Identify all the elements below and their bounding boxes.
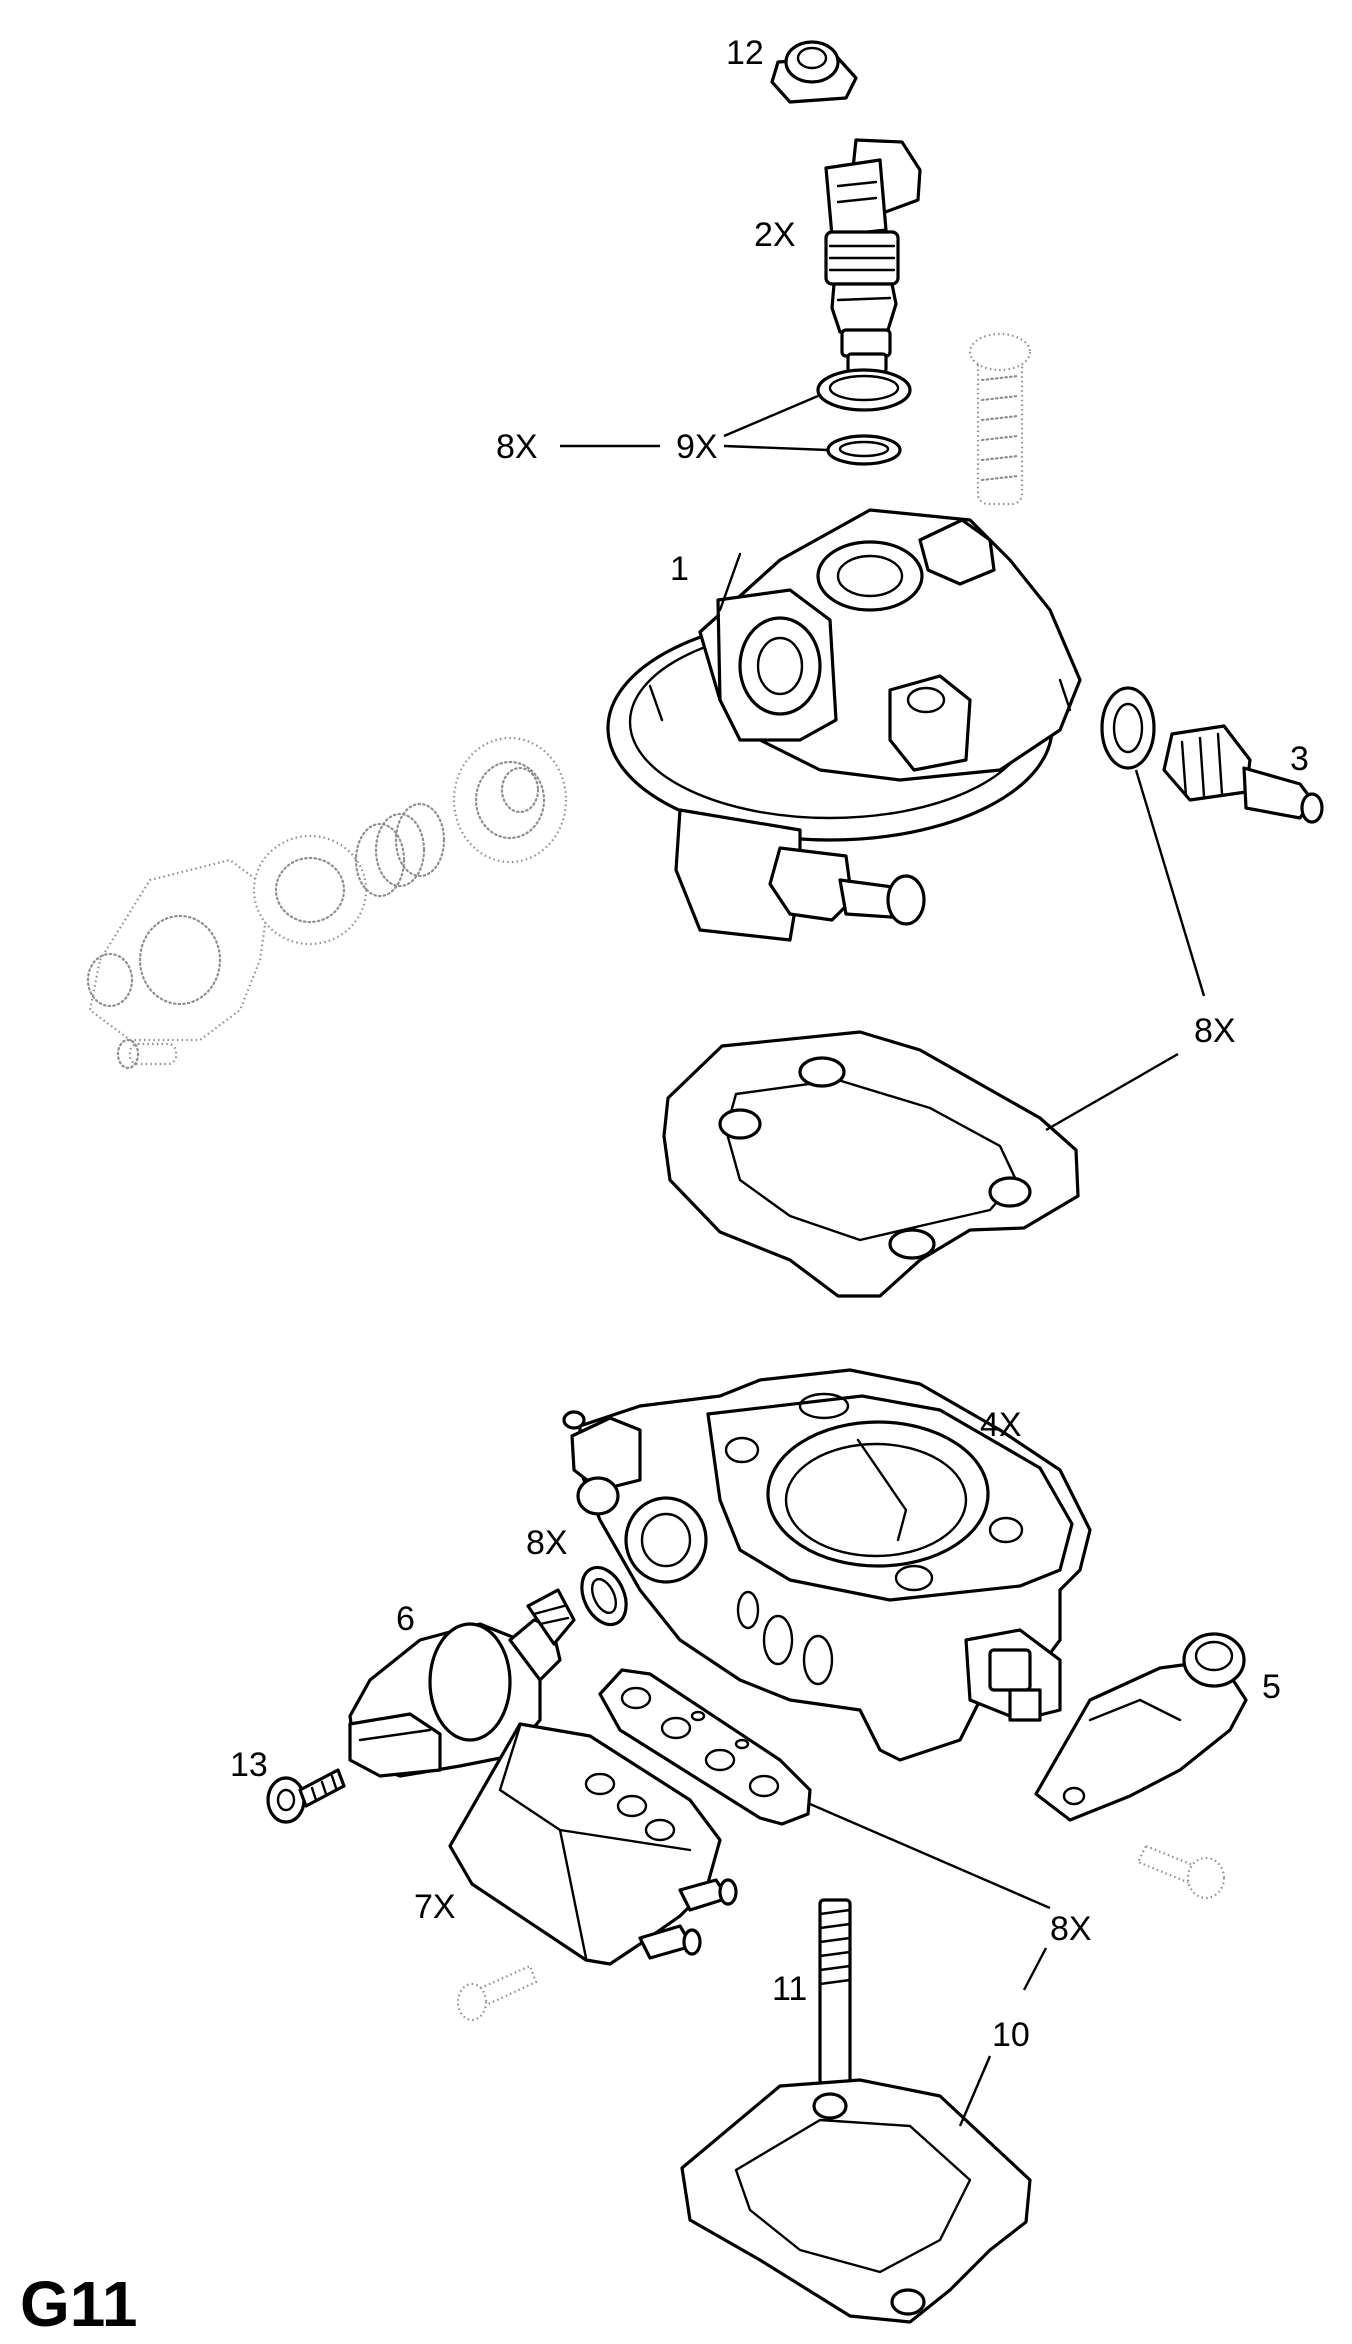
sensor-icon — [1034, 1632, 1248, 1822]
callout-6: 6 — [396, 1600, 415, 1638]
ghost-valve-icon — [86, 736, 568, 1070]
callout-2x: 2X — [754, 216, 796, 254]
callout-8x-top: 8X — [496, 428, 538, 466]
callout-4x: 4X — [980, 1406, 1022, 1444]
callout-12: 12 — [726, 34, 764, 72]
housing-icon — [606, 508, 1082, 942]
page-label: G11 — [20, 2268, 137, 2340]
gasket-icon — [598, 1668, 812, 1826]
bolt-icon — [968, 332, 1032, 506]
callout-9x: 9X — [676, 428, 718, 466]
stud-icon — [818, 1898, 852, 2086]
bolt-icon — [456, 1964, 538, 2022]
screw-icon — [266, 1768, 346, 1824]
sensor-icon — [1100, 686, 1324, 824]
nut-icon — [770, 40, 858, 104]
gasket-icon — [662, 1030, 1080, 1298]
o-ring-icon — [816, 368, 912, 466]
o-ring-icon — [580, 1565, 628, 1627]
callout-1: 1 — [670, 550, 689, 588]
callout-10: 10 — [992, 2016, 1030, 2054]
callout-8x-right: 8X — [1194, 1012, 1236, 1050]
motor-icon — [348, 1588, 576, 1778]
throttle-body-icon — [562, 1368, 1092, 1762]
leader-lines — [560, 394, 1206, 2127]
callout-5: 5 — [1262, 1668, 1281, 1706]
callout-labels: 12 2X 8X 9X 1 3 8X 4X 8X 6 5 13 7X 8X 11… — [230, 34, 1309, 2054]
injector-icon — [824, 138, 922, 374]
callout-13: 13 — [230, 1746, 268, 1784]
callout-8x-mid: 8X — [526, 1524, 568, 1562]
callout-3: 3 — [1290, 740, 1309, 778]
callout-7x: 7X — [414, 1888, 456, 1926]
callout-8x-bottom: 8X — [1050, 1910, 1092, 1948]
connector-block-icon — [448, 1722, 738, 1966]
callout-11: 11 — [772, 1970, 807, 2008]
gasket-icon — [680, 2078, 1032, 2324]
bolt-icon — [1136, 1844, 1226, 1900]
